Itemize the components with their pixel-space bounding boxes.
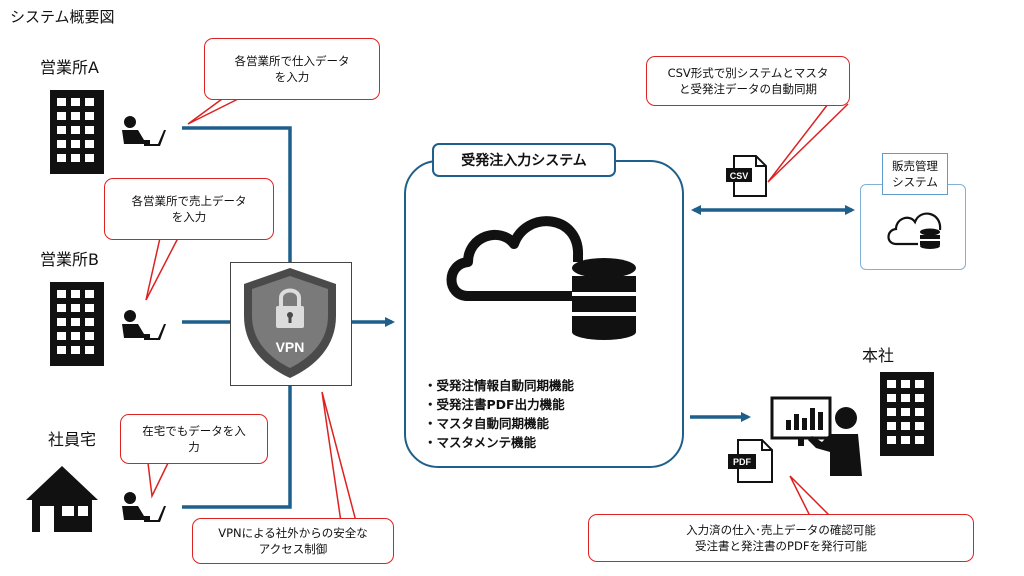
order-system-box [404,160,684,468]
callout-hq-access: 入力済の仕入･売上データの確認可能 受注書と発注書のPDFを発行可能 [588,514,974,562]
feature-item: ・受発注書PDF出力機能 [424,397,565,412]
csv-file-icon [726,155,767,197]
vpn-box [230,262,352,386]
tail-csv [767,103,849,183]
building-icon [880,372,934,456]
branch-a-label: 営業所A [40,58,99,77]
tail-purchase [187,98,239,125]
house-icon [26,466,98,532]
feature-item: ・マスタメンテ機能 [424,435,537,450]
callout-home-input: 在宅でもデータを入 力 [120,414,268,464]
sales-system-label: 販売管理 システム [882,153,948,195]
tail-hq [789,475,831,517]
callout-csv-sync: CSV形式で別システムとマスタ と受発注データの自動同期 [646,56,850,106]
callout-vpn: VPNによる社外からの安全な アクセス制御 [192,518,394,564]
diagram-title: システム概要図 [10,8,115,26]
hq-label: 本社 [862,346,895,365]
tail-sales [145,237,179,301]
building-icon [50,90,104,174]
csv-label: CSV [730,171,749,181]
tail-home [147,462,169,499]
feature-item: ・マスタ自動同期機能 [424,416,550,431]
tail-vpn [321,391,359,530]
pdf-label: PDF [733,457,752,467]
pdf-file-icon [728,439,773,483]
user-laptop-icon [122,492,166,522]
feature-list: ・受発注情報自動同期機能 ・受発注書PDF出力機能 ・マスタ自動同期機能 ・マス… [424,376,574,452]
branch-b-label: 営業所B [40,250,99,269]
callout-sales-input: 各営業所で売上データ を入力 [104,178,274,240]
user-laptop-icon [122,310,166,340]
home-label: 社員宅 [48,430,97,449]
presenter-chart-icon [770,396,862,476]
order-system-title: 受発注入力システム [432,143,616,177]
feature-item: ・受発注情報自動同期機能 [424,378,575,393]
user-laptop-icon [122,116,166,146]
building-icon [50,282,104,366]
callout-purchase-input: 各営業所で仕入データ を入力 [204,38,380,100]
sales-system-box [860,184,966,270]
